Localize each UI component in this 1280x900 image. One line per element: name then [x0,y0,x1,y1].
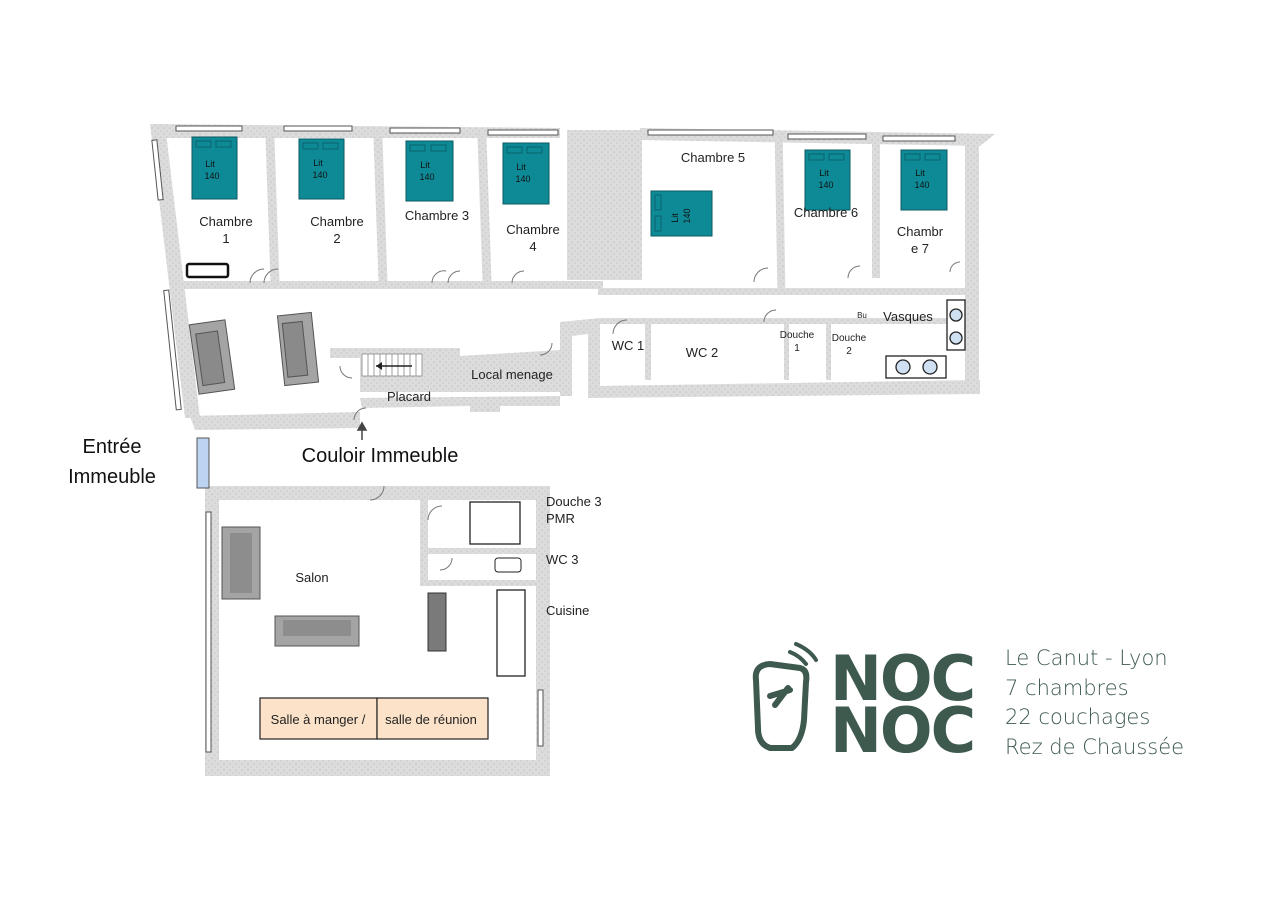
bed-label-size: 140 [914,180,929,190]
label-salon: Salon [295,570,328,585]
bed-label-size: 140 [515,174,530,184]
label-vasques: Vasques [883,309,933,324]
bed-label-size: 140 [682,208,692,223]
bed-label-size: 140 [204,171,219,181]
sinks [885,299,966,379]
bed-label-lit: Lit [313,158,323,168]
label-douche1-a: Douche [780,330,815,341]
label-bu: Bu [857,311,867,320]
corridor-sofas [188,311,320,395]
label-chambre2-a: Chambre [310,214,363,229]
label-douche2-a: Douche [832,333,867,344]
bed-label-lit: Lit [420,160,430,170]
dining-table [259,697,378,740]
label-cuisine: Cuisine [546,603,589,618]
label-chambre4-a: Chambre [506,222,559,237]
bed-labels: Lit 140 Lit 140 Lit 140 Lit 140 Lit 140 … [204,158,929,224]
big-labels: Entrée Immeuble Couloir Immeuble [68,436,458,488]
label-chambre7-a: Chambr [897,224,944,239]
property-info: Le Canut - Lyon 7 chambres 22 couchages … [1005,644,1184,762]
label-wc3: WC 3 [546,552,579,567]
label-chambre6: Chambre 6 [794,205,858,220]
lower-furniture [221,501,526,740]
label-chambre7-b: e 7 [911,241,929,256]
label-chambre3: Chambre 3 [405,208,469,223]
label-douche1-b: 1 [794,343,800,354]
room-labels: Chambre 1 Chambre 2 Chambre 3 Chambre 4 … [199,150,944,727]
noc-noc-logo: NOC NOC [752,642,976,767]
label-entree-b: Immeuble [68,466,156,488]
corridor-arrow [356,421,368,440]
kitchen-island [427,592,447,652]
label-entree-a: Entrée [83,436,142,458]
staircase [361,353,423,377]
small-labels: Douche 1 Douche 2 Bu [780,311,867,357]
label-wc1: WC 1 [612,338,645,353]
meeting-table [376,697,489,740]
bed-label-size: 140 [312,170,327,180]
label-douche3: Douche 3 [546,494,602,509]
bed-label-lit: Lit [205,159,215,169]
label-wc2: WC 2 [686,345,719,360]
door-swings [249,261,961,571]
bed-chambre2 [298,138,345,200]
label-salle-reunion: salle de réunion [385,712,477,727]
label-salle-manger: Salle à manger / [271,712,366,727]
bed-label-lit: Lit [670,213,680,223]
radiator [185,262,230,279]
kitchen-counter [496,589,526,677]
label-chambre4-b: 4 [529,239,536,254]
label-chambre1-a: Chambre [199,214,252,229]
label-douche3-pmr: PMR [546,511,575,526]
info-beds: 22 couchages [1005,705,1151,729]
bed-label-size: 140 [818,180,833,190]
bed-label-size: 140 [419,172,434,182]
label-chambre5: Chambre 5 [681,150,745,165]
bed-label-lit: Lit [915,168,925,178]
info-floor: Rez de Chaussée [1005,734,1185,759]
label-douche2-b: 2 [846,346,852,357]
fist-icon [752,642,818,751]
label-placard: Placard [387,389,431,404]
windows-lower [205,511,544,753]
bed-label-lit: Lit [516,162,526,172]
info-location: Le Canut - Lyon [1005,646,1168,670]
info-rooms: 7 chambres [1005,675,1129,700]
entrance-door [196,437,210,489]
windows-upper [151,125,956,411]
label-chambre1-b: 1 [222,231,229,246]
label-chambre2-b: 2 [333,231,340,246]
shower-pmr-tray [469,501,521,545]
logo-text-2: NOC [830,694,974,767]
label-local-menage: Local menage [471,367,553,382]
logo-text-1: NOC [830,642,974,715]
wc3-toilet [494,557,522,573]
pillows [195,140,941,232]
room-dividers [265,133,880,380]
label-couloir: Couloir Immeuble [302,445,459,467]
bed-label-lit: Lit [819,168,829,178]
